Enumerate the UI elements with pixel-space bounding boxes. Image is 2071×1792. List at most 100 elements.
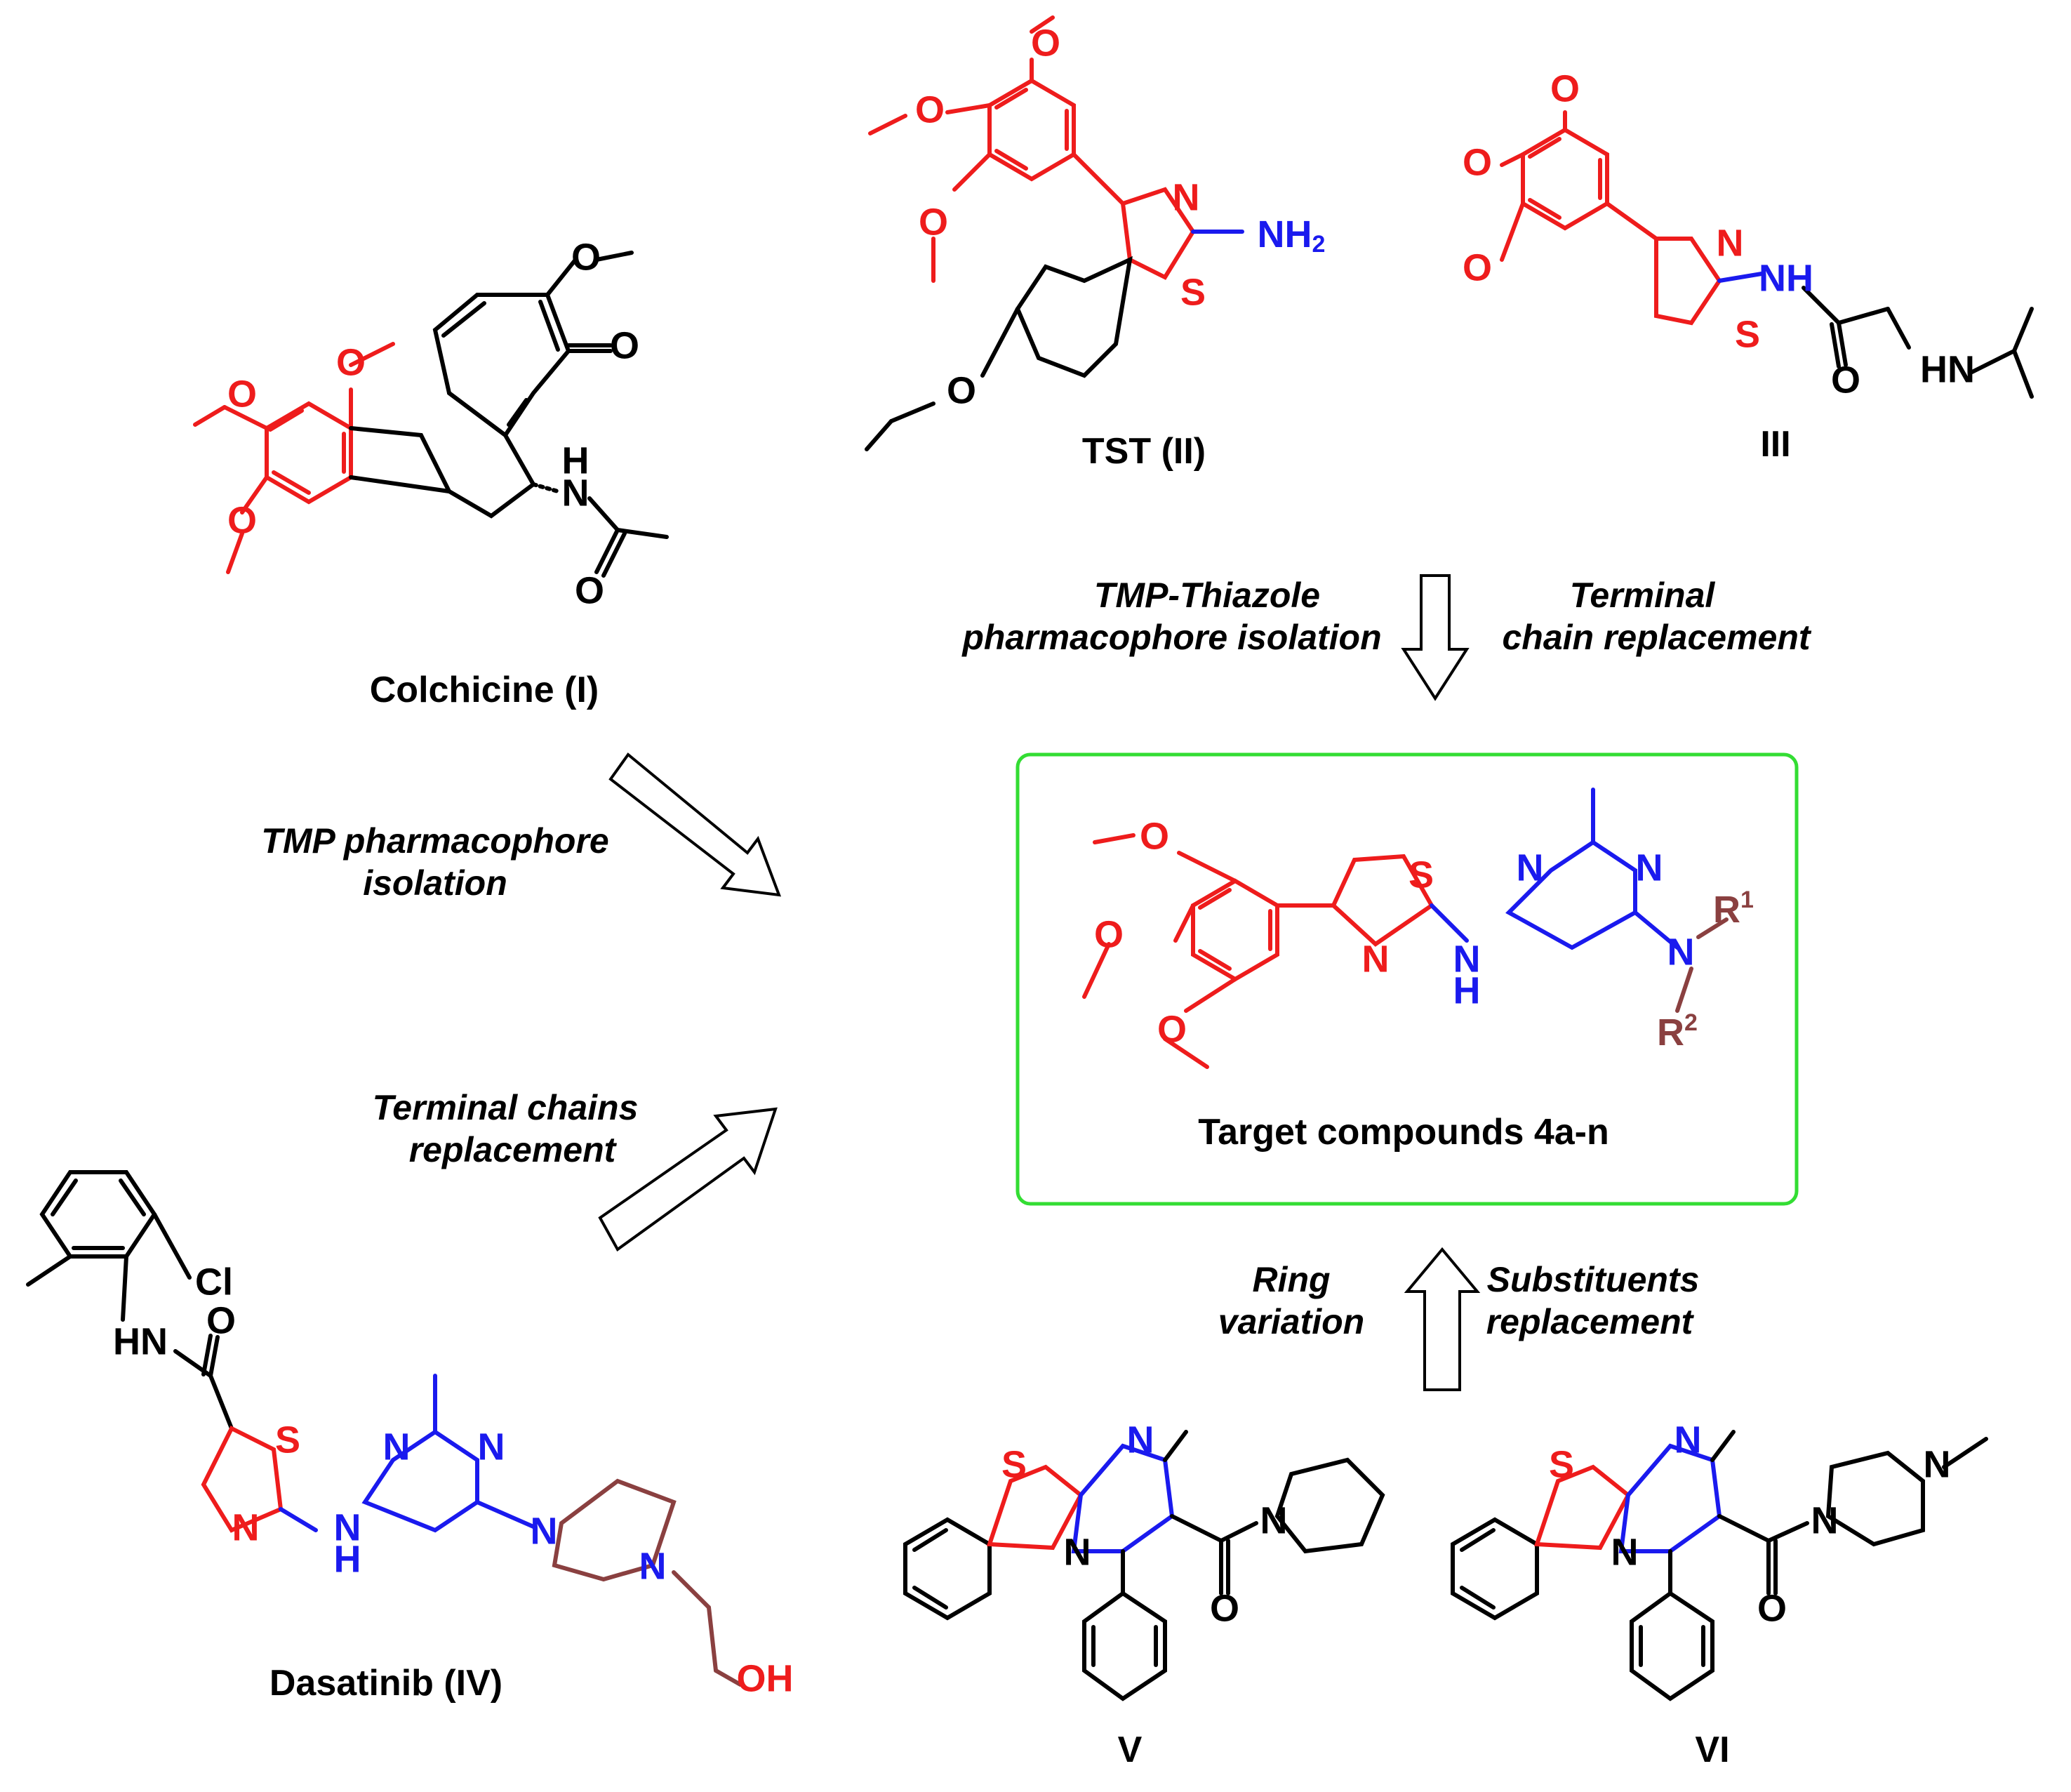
target-r2: R2 [1657,1009,1698,1054]
iii-amide-o: O [1831,359,1860,401]
target-atom-o: O [1157,1008,1187,1050]
dasatinib-phenyl [39,1170,157,1259]
colchicine-atom-n: N [562,472,590,514]
bottom-arrow-group: Ring variation Substituents replacement [1218,1247,1700,1391]
target-linker-n: N [1453,938,1481,980]
target-atom-o: O [1140,815,1169,857]
v-caption: V [1118,1730,1143,1770]
colchicine-arrow-note: isolation [363,863,507,903]
target-thiazole-s: S [1409,854,1434,896]
dasatinib-pyrimidine-n: N [478,1426,505,1468]
top-arrow-group: TMP-Thiazole pharmacophore isolation Ter… [961,574,1812,701]
vi-piperazine-n: N [1811,1499,1839,1541]
bottom-arrow-left-note: Ring [1252,1260,1330,1299]
colchicine-tmp-ring [265,401,353,505]
iii-amide-nh: NH [1759,257,1813,299]
tst-caption: TST (II) [1082,431,1206,472]
iii-thiazole-s: S [1735,313,1760,355]
colchicine-atom-o: O [227,373,257,415]
colchicine-arrow-note: TMP pharmacophore [261,821,608,861]
dasatinib-arrow-note: replacement [409,1130,618,1169]
dasatinib-amide-o: O [206,1299,236,1341]
diagonal-arrow-up [598,1107,778,1252]
tst-ether-o: O [947,369,976,411]
dasatinib-hydroxyl: OH [737,1657,794,1699]
target-structure: O O O S N N N N H N R1 R2 Target compoun… [1082,788,1754,1153]
dasatinib-linker-n: N [334,1506,361,1548]
iii-amine-hn: HN [1920,348,1975,390]
target-linker-h: H [1453,969,1481,1011]
target-box [1015,752,1799,1206]
compound-vi-structure: S N N O N N VI [1451,1419,1988,1770]
tst-tmp-ring [987,78,1076,182]
colchicine-amide-o: O [575,569,604,611]
colchicine-atom-o: O [336,341,366,383]
colchicine-atom-o: O [571,236,601,278]
colchicine-atom-h: H [562,439,590,482]
dasatinib-amide-hn: HN [113,1320,168,1362]
v-piperidine-n: N [1260,1499,1288,1541]
v-benzo-ring [903,1517,992,1621]
colchicine-arrow-group: TMP pharmacophore isolation [261,752,782,903]
dasatinib-thiazole-s: S [275,1419,300,1461]
colchicine-structure: O O O O O N H O Colchicine (I) [193,236,669,710]
colchicine-atom-o: O [227,499,257,541]
dasatinib-caption: Dasatinib (IV) [269,1663,502,1704]
target-amine-n: N [1667,931,1695,973]
target-thiazole-n: N [1362,938,1390,980]
iii-atom-o: O [1550,67,1580,109]
compound-v-structure: S N N O N V [903,1419,1385,1770]
v-thiazole-s: S [1001,1443,1027,1485]
dasatinib-arrow-group: Terminal chains replacement [373,1088,778,1252]
iii-atom-o: O [1463,141,1492,183]
dasatinib-structure: Cl HN O S N N H N N N N OH Dasatinib (IV… [26,1170,794,1704]
v-pyrimidine-n: N [1127,1419,1154,1461]
vi-caption: VI [1695,1730,1729,1770]
iii-tmp-ring [1521,127,1609,231]
up-arrow [1404,1247,1481,1391]
dasatinib-arrow-note: Terminal chains [373,1088,639,1127]
down-arrow [1401,574,1470,701]
target-r1: R1 [1713,887,1754,931]
diagonal-arrow-down [608,752,782,897]
iii-atom-o: O [1463,246,1492,288]
vi-methyl-n: N [1924,1443,1951,1485]
dasatinib-thiazole-n: N [232,1506,260,1548]
vi-pyrimidine-n: N [1674,1419,1702,1461]
top-arrow-left-note: TMP-Thiazole [1094,576,1320,615]
bottom-arrow-right-note: replacement [1486,1302,1695,1341]
tst-atom-o: O [919,201,948,243]
bottom-arrow-right-note: Substituents [1487,1260,1700,1299]
colchicine-ketone-o: O [610,324,639,366]
v-bridge-n: N [1064,1531,1091,1573]
top-arrow-right-note: Terminal [1570,576,1716,615]
target-pyrimidine-n: N [1636,847,1663,889]
vi-bridge-n: N [1611,1531,1639,1573]
tst-thiazole-s: S [1180,271,1206,313]
tst-amine-nh: NH2 [1258,213,1326,258]
bottom-arrow-left-note: variation [1218,1302,1364,1341]
dasatinib-pyrimidine-n: N [383,1426,411,1468]
target-tmp-ring [1191,878,1279,982]
vi-carbonyl-o: O [1757,1587,1787,1629]
compound-iii-structure: O O O N S NH O HN III [1463,67,2034,465]
top-arrow-right-note: chain replacement [1502,618,1811,657]
dasatinib-linker-h: H [334,1538,361,1580]
target-caption: Target compounds 4a-n [1198,1112,1609,1153]
dasatinib-piperazine-n: N [639,1545,667,1587]
iii-caption: III [1760,424,1790,465]
tst-thiazole-n: N [1173,176,1200,218]
iii-thiazole-n: N [1717,222,1744,264]
colchicine-caption: Colchicine (I) [370,670,599,710]
vi-thiazole-s: S [1549,1443,1574,1485]
target-atom-o: O [1094,913,1124,955]
dasatinib-chlorine: Cl [195,1261,233,1303]
dasatinib-piperazine-n: N [531,1510,558,1552]
tst-structure: O O O N S NH2 O TST (II) [865,15,1326,472]
v-carbonyl-o: O [1210,1587,1239,1629]
tst-atom-o: O [915,88,945,131]
target-pyrimidine-n: N [1517,847,1544,889]
tst-atom-o: O [1031,22,1060,64]
